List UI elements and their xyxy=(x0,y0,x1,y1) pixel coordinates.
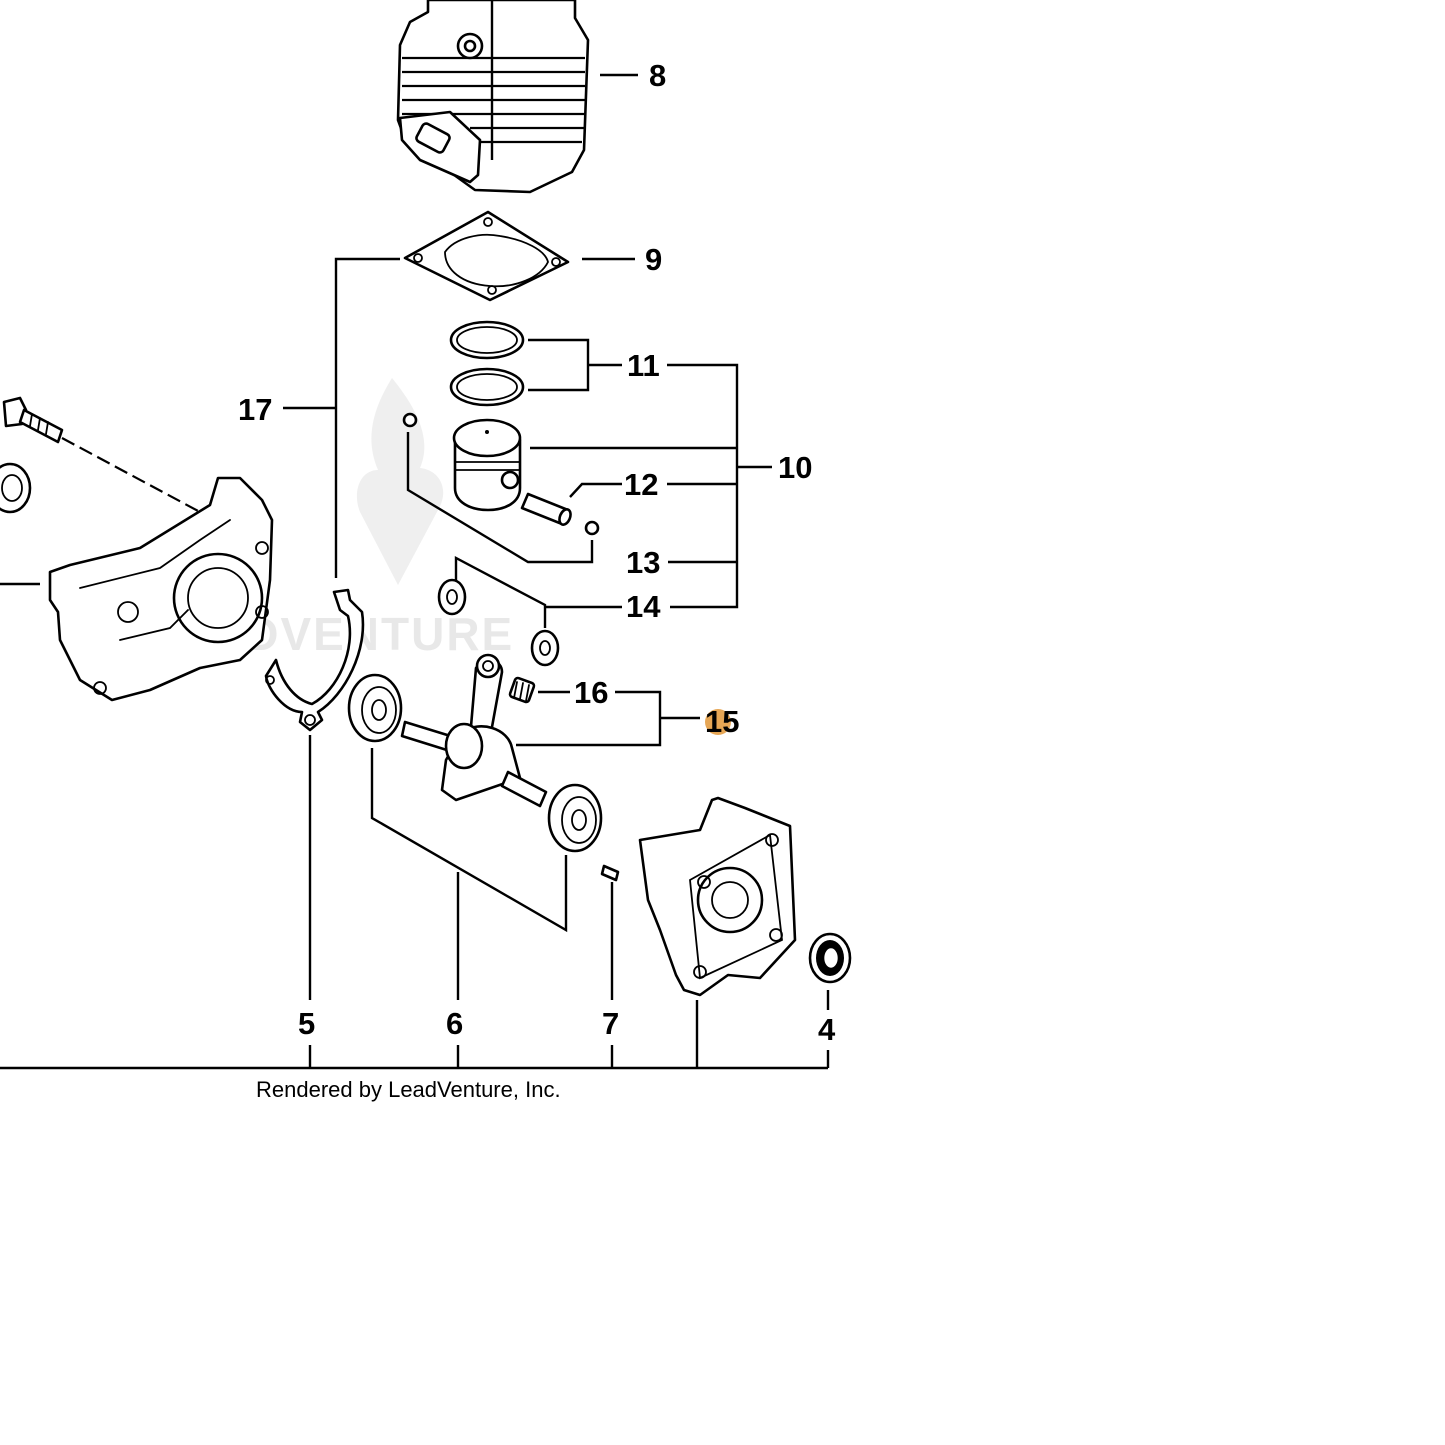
callout-12[interactable]: 12 xyxy=(624,467,658,502)
callout-15-highlight xyxy=(705,709,731,735)
callout-6[interactable]: 6 xyxy=(446,1006,463,1041)
callout-17[interactable]: 17 xyxy=(238,392,272,427)
callout-11[interactable]: 11 xyxy=(627,348,660,383)
callout-16[interactable]: 16 xyxy=(574,675,608,710)
callout-9[interactable]: 9 xyxy=(645,242,662,277)
callout-4[interactable]: 4 xyxy=(818,1012,836,1047)
watermark-flame-logo xyxy=(356,378,444,585)
ball-bearing-part[interactable] xyxy=(347,673,603,853)
piston-pin-part[interactable] xyxy=(520,492,573,526)
leader-lines xyxy=(0,73,830,1070)
gasket-part[interactable] xyxy=(403,210,570,302)
crankcase-bolt-part[interactable] xyxy=(2,396,201,513)
circlip-part[interactable] xyxy=(402,412,600,536)
washer-part[interactable] xyxy=(437,578,560,667)
needle-bearing-part[interactable] xyxy=(508,676,536,704)
cylinder-part[interactable] xyxy=(396,0,590,194)
crankshaft-part[interactable] xyxy=(400,653,548,808)
retainer-part[interactable] xyxy=(264,588,365,732)
dowel-pin-part[interactable] xyxy=(600,864,620,882)
piston-part[interactable] xyxy=(452,418,522,512)
callout-7[interactable]: 7 xyxy=(602,1006,619,1041)
piston-rings-part[interactable] xyxy=(449,320,525,407)
callout-labels: 8 9 11 17 10 12 13 14 16 15 5 6 7 4 xyxy=(238,58,836,1047)
callout-10[interactable]: 10 xyxy=(778,450,812,485)
oil-seal-right-part[interactable] xyxy=(808,932,852,984)
callout-5[interactable]: 5 xyxy=(298,1006,315,1041)
render-credit: Rendered by LeadVenture, Inc. xyxy=(256,1077,561,1102)
callout-13[interactable]: 13 xyxy=(626,545,660,580)
oil-seal-left-part[interactable] xyxy=(0,462,32,514)
crankcase-right-part[interactable] xyxy=(638,796,797,997)
callout-8[interactable]: 8 xyxy=(649,58,666,93)
crankcase-left-part[interactable] xyxy=(48,476,274,702)
callout-14[interactable]: 14 xyxy=(626,589,661,624)
callout-15[interactable]: 15 xyxy=(705,704,739,739)
